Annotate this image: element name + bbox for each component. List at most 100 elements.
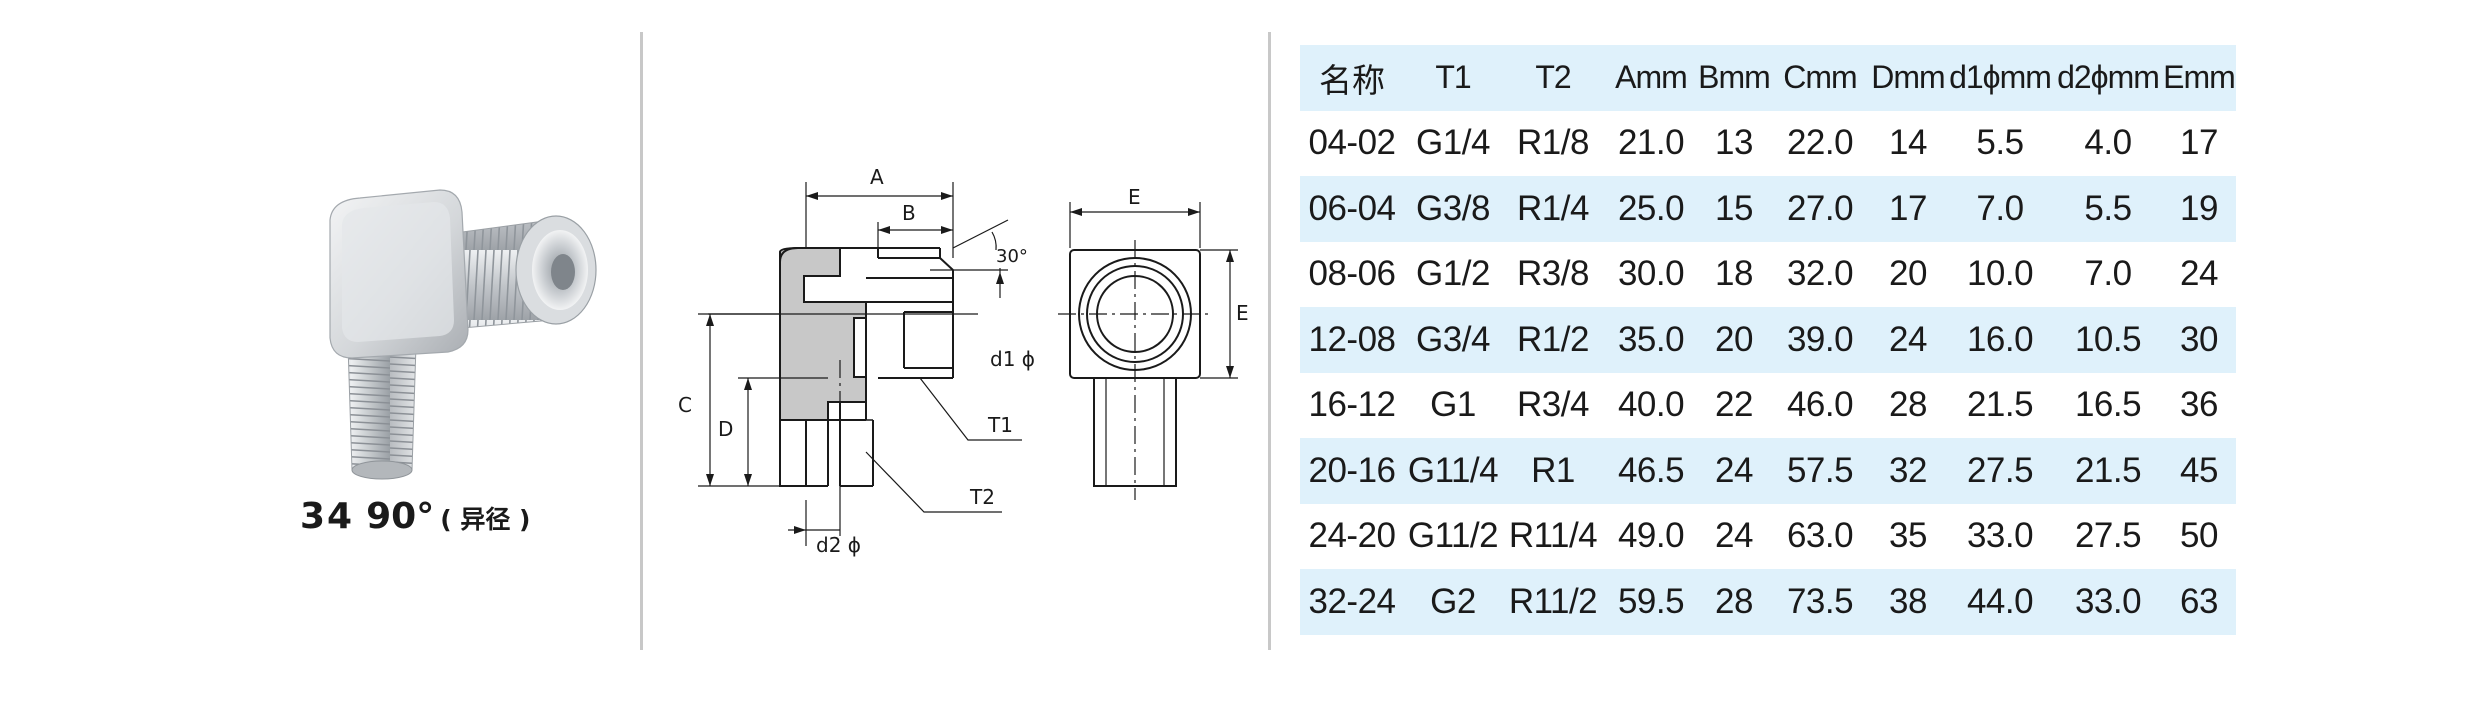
table-cell: G3/8 xyxy=(1416,188,1490,228)
column-header: Dmm xyxy=(1871,59,1945,96)
column-header: d1ϕmm xyxy=(1949,59,2052,96)
table-cell: G3/4 xyxy=(1416,319,1490,359)
product-caption: 34 90°( 异径 ) xyxy=(300,496,620,537)
technical-drawing-panel: A B 30° d1 ϕ C D T1 T2 d2 ϕ E E xyxy=(648,0,1268,706)
table-cell: 21.0 xyxy=(1617,123,1685,163)
table-cell: 20-16 xyxy=(1308,450,1396,490)
table-cell: 28 xyxy=(1715,581,1753,621)
product-panel: 34 90°( 异径 ) xyxy=(0,0,640,706)
table-cell: 44.0 xyxy=(1966,581,2034,621)
table-cell: 39.0 xyxy=(1786,319,1854,359)
table-cell: G11/4 xyxy=(1407,450,1499,490)
divider-left xyxy=(640,32,643,650)
table-cell: 27.0 xyxy=(1786,188,1854,228)
table-cell: 21.5 xyxy=(2074,450,2142,490)
thread-label-t2: T2 xyxy=(969,485,995,509)
table-cell: 15 xyxy=(1715,188,1753,228)
table-cell: R11/2 xyxy=(1508,581,1598,621)
dim-label-e-top: E xyxy=(1128,185,1141,209)
table-cell: R3/8 xyxy=(1517,254,1589,294)
table-cell: 7.0 xyxy=(1976,188,2024,228)
dim-label-c: C xyxy=(678,393,692,417)
table-cell: 32.0 xyxy=(1786,254,1854,294)
dim-label-b: B xyxy=(902,201,916,225)
table-cell: 32 xyxy=(1889,450,1927,490)
table-cell: G1/2 xyxy=(1416,254,1490,294)
table-cell: 63.0 xyxy=(1786,516,1854,556)
model-number: 34 xyxy=(300,496,355,537)
dim-label-e-side: E xyxy=(1236,301,1249,325)
angle-label-30: 30° xyxy=(996,246,1028,267)
table-cell: 4.0 xyxy=(2084,123,2132,163)
dim-label-a: A xyxy=(870,165,884,189)
table-cell: 10.0 xyxy=(1966,254,2034,294)
table-cell: 12-08 xyxy=(1308,319,1396,359)
table-cell: 27.5 xyxy=(1966,450,2034,490)
table-cell: 40.0 xyxy=(1617,385,1685,425)
table-cell: 16-12 xyxy=(1308,385,1396,425)
thread-label-t1: T1 xyxy=(987,413,1013,437)
table-cell: G11/2 xyxy=(1407,516,1499,556)
table-cell: 19 xyxy=(2180,188,2218,228)
table-cell: 17 xyxy=(1889,188,1927,228)
table-cell: 08-06 xyxy=(1308,254,1396,294)
table-cell: R3/4 xyxy=(1517,385,1589,425)
table-header-row: 名称 T1 T2 Amm Bmm Cmm Dmm d1ϕmm d2ϕmm Emm xyxy=(1300,45,2236,111)
table-cell: R1/8 xyxy=(1517,123,1589,163)
table-cell: 33.0 xyxy=(1966,516,2034,556)
table-cell: 24-20 xyxy=(1308,516,1396,556)
table-cell: 32-24 xyxy=(1308,581,1396,621)
table-cell: 5.5 xyxy=(1976,123,2024,163)
table-cell: 21.5 xyxy=(1966,385,2034,425)
table-cell: 30 xyxy=(2180,319,2218,359)
table-cell: 36 xyxy=(2180,385,2218,425)
dim-label-d1: d1 ϕ xyxy=(990,347,1035,371)
table-cell: 38 xyxy=(1889,581,1927,621)
table-cell: 17 xyxy=(2180,123,2218,163)
table-cell: 59.5 xyxy=(1617,581,1685,621)
column-header: T2 xyxy=(1535,59,1571,96)
table-cell: 20 xyxy=(1889,254,1927,294)
column-header: d2ϕmm xyxy=(2057,59,2160,96)
table-cell: R1/2 xyxy=(1517,319,1589,359)
dim-label-d: D xyxy=(718,417,733,441)
table-cell: 24 xyxy=(1715,516,1753,556)
angle-label: 90° xyxy=(366,496,435,537)
table-cell: 24 xyxy=(1715,450,1753,490)
table-cell: 18 xyxy=(1715,254,1753,294)
table-cell: 30.0 xyxy=(1617,254,1685,294)
table-cell: 50 xyxy=(2180,516,2218,556)
column-header: Emm xyxy=(2163,59,2236,96)
table-cell: 49.0 xyxy=(1617,516,1685,556)
table-cell: 16.5 xyxy=(2074,385,2142,425)
table-cell: 22.0 xyxy=(1786,123,1854,163)
table-cell: 10.5 xyxy=(2074,319,2142,359)
table-cell: G1 xyxy=(1430,385,1476,425)
table-cell: 28 xyxy=(1889,385,1927,425)
table-cell: 13 xyxy=(1715,123,1753,163)
table-cell: R1 xyxy=(1531,450,1575,490)
elbow-fitting-photo xyxy=(329,189,597,480)
column-header: 名称 xyxy=(1319,60,1385,100)
table-cell: 20 xyxy=(1715,319,1753,359)
table-cell: 22 xyxy=(1715,385,1753,425)
reducer-note: ( 异径 ) xyxy=(440,505,531,534)
table-cell: 25.0 xyxy=(1617,188,1685,228)
table-cell: R11/4 xyxy=(1508,516,1598,556)
table-cell: 46.5 xyxy=(1617,450,1685,490)
table-cell: G1/4 xyxy=(1416,123,1490,163)
table-cell: R1/4 xyxy=(1517,188,1589,228)
table-cell: 14 xyxy=(1889,123,1927,163)
table-cell: 24 xyxy=(2180,254,2218,294)
table-cell: 24 xyxy=(1889,319,1927,359)
column-header: T1 xyxy=(1435,59,1471,96)
column-header: Cmm xyxy=(1783,59,1857,96)
table-cell: 35 xyxy=(1889,516,1927,556)
